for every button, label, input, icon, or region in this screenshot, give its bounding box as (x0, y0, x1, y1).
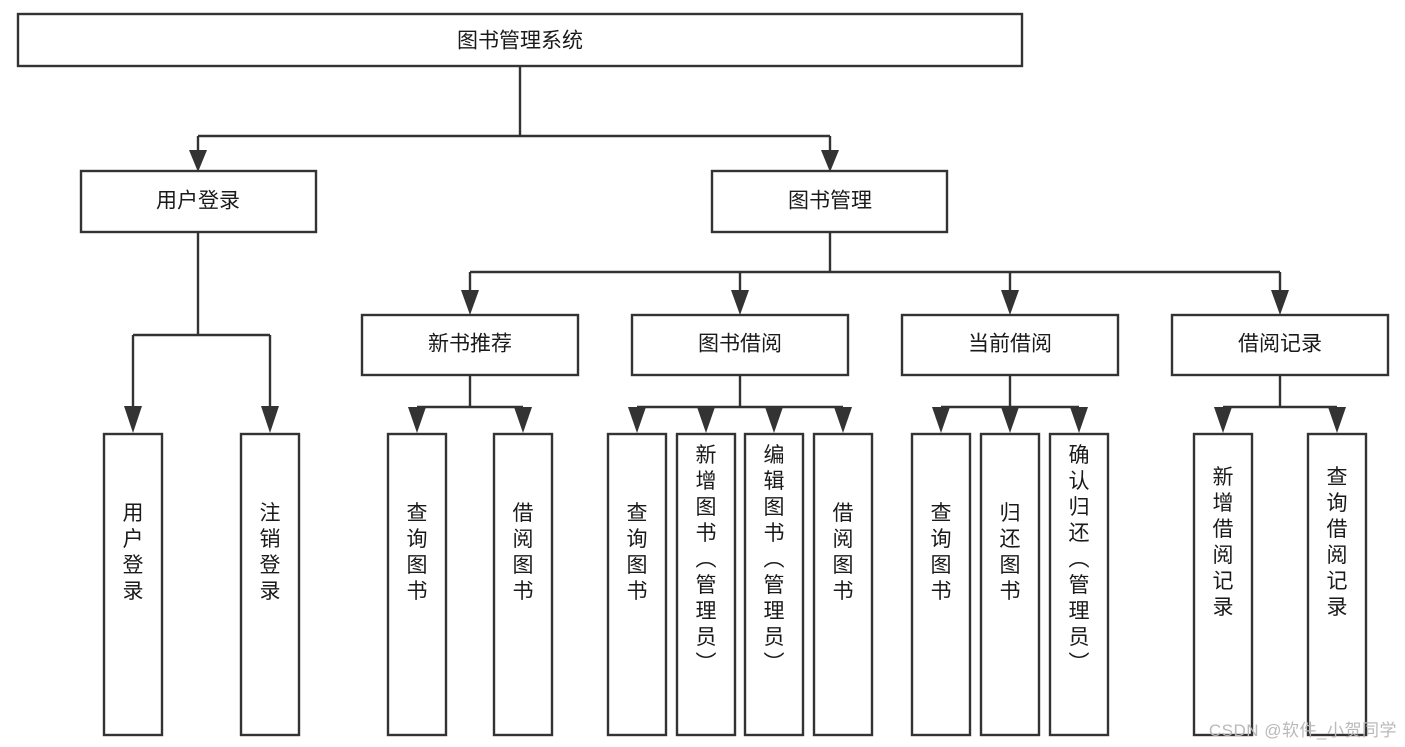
leaf-query-book-2[interactable]: 查询图书 (606, 432, 668, 737)
arrow-head-book-manage (821, 150, 839, 172)
node-book-borrow-box[interactable] (630, 313, 850, 377)
arrow-head-leaf-return-book (1001, 407, 1019, 433)
node-new-book-rec-box[interactable] (360, 313, 580, 377)
arrow-head-leaf-borrow-book-1 (514, 407, 532, 433)
arrow-head-leaf-query-book-1 (408, 407, 426, 433)
leaf-edit-book-box[interactable] (743, 432, 805, 737)
node-new-book-rec-label: 新书推荐 (428, 333, 512, 356)
arrow-head-leaf-query-book-2 (628, 407, 646, 433)
csdn-watermark: CSDN @软件_小贺同学 (1208, 721, 1397, 740)
node-book-borrow-label: 图书借阅 (698, 333, 782, 356)
node-current-borrow-label: 当前借阅 (968, 333, 1052, 356)
arrow-head-leaf-add-book (697, 407, 715, 433)
arrow-head-user-login (189, 150, 207, 172)
arrow-head-leaf-borrow-book-2 (834, 407, 852, 433)
node-user-login-box[interactable] (79, 169, 318, 234)
arrow-head-current-borrow (1001, 290, 1019, 315)
arrow-head-leaf-edit-book (765, 407, 783, 433)
leaf-query-book-2-box[interactable] (606, 432, 668, 737)
leaf-query-book-3-box[interactable] (910, 432, 972, 737)
leaf-query-book-1-label: 查询图书 (407, 502, 428, 603)
node-new-book-rec[interactable]: 新书推荐 (360, 313, 580, 377)
leaf-confirm-return-box[interactable] (1048, 432, 1110, 737)
node-user-login-label: 用户登录 (156, 190, 240, 213)
leaf-logout[interactable]: 注销登录 (239, 432, 301, 737)
arrow-head-leaf-query-record (1328, 407, 1346, 433)
leaf-user-login-label: 用户登录 (123, 502, 144, 603)
arrow-head-new-book-rec (461, 290, 479, 315)
arrow-head-book-borrow (731, 290, 749, 315)
arrow-head-borrow-record (1271, 290, 1289, 315)
leaf-logout-label: 注销登录 (260, 502, 281, 603)
leaf-add-record[interactable]: 新增借阅记录 (1192, 432, 1254, 737)
leaf-add-book-label: 新增图书︵管理员︶ (696, 444, 717, 675)
leaf-borrow-book-2-label: 借阅图书 (833, 502, 854, 603)
connector-layer (124, 66, 1346, 433)
node-user-login[interactable]: 用户登录 (79, 169, 318, 234)
node-borrow-record-label: 借阅记录 (1238, 333, 1322, 356)
node-borrow-record[interactable]: 借阅记录 (1170, 313, 1390, 377)
leaf-borrow-book-2-box[interactable] (812, 432, 874, 737)
leaf-add-book-box[interactable] (675, 432, 737, 737)
arrow-head-leaf-logout (261, 406, 279, 433)
leaf-query-record-label: 查询借阅记录 (1327, 466, 1348, 619)
node-book-manage[interactable]: 图书管理 (710, 169, 949, 234)
leaf-return-book[interactable]: 归还图书 (979, 432, 1041, 737)
node-root-box[interactable] (16, 12, 1024, 68)
node-borrow-record-box[interactable] (1170, 313, 1390, 377)
node-root[interactable]: 图书管理系统 (16, 12, 1024, 68)
leaf-add-record-box[interactable] (1192, 432, 1254, 737)
arrow-head-leaf-query-book-3 (932, 407, 950, 433)
arrow-head-leaf-confirm-return (1070, 407, 1088, 433)
node-book-manage-label: 图书管理 (788, 190, 872, 213)
leaf-query-book-1[interactable]: 查询图书 (386, 432, 448, 737)
leaf-confirm-return[interactable]: 确认归还︵管理员︶ (1048, 432, 1110, 737)
leaf-edit-book[interactable]: 编辑图书︵管理员︶ (743, 432, 805, 737)
leaf-query-book-1-box[interactable] (386, 432, 448, 737)
node-current-borrow-box[interactable] (900, 313, 1120, 377)
leaf-borrow-book-1[interactable]: 借阅图书 (492, 432, 554, 737)
leaf-user-login-box[interactable] (102, 432, 164, 737)
node-root-label: 图书管理系统 (457, 30, 583, 53)
leaf-query-record[interactable]: 查询借阅记录 (1306, 432, 1368, 737)
node-current-borrow[interactable]: 当前借阅 (900, 313, 1120, 377)
leaf-add-record-label: 新增借阅记录 (1213, 466, 1234, 619)
leaf-return-book-box[interactable] (979, 432, 1041, 737)
leaf-query-book-3[interactable]: 查询图书 (910, 432, 972, 737)
leaf-query-book-3-label: 查询图书 (931, 502, 952, 603)
node-book-borrow[interactable]: 图书借阅 (630, 313, 850, 377)
leaf-return-book-label: 归还图书 (1000, 502, 1021, 603)
leaf-confirm-return-label: 确认归还︵管理员︶ (1069, 444, 1090, 675)
arrow-head-leaf-add-record (1214, 407, 1232, 433)
leaf-user-login[interactable]: 用户登录 (102, 432, 164, 737)
leaf-query-book-2-label: 查询图书 (627, 502, 648, 603)
leaf-edit-book-label: 编辑图书︵管理员︶ (764, 444, 785, 675)
node-book-manage-box[interactable] (710, 169, 949, 234)
leaf-query-record-box[interactable] (1306, 432, 1368, 737)
leaf-add-book[interactable]: 新增图书︵管理员︶ (675, 432, 737, 737)
leaf-logout-box[interactable] (239, 432, 301, 737)
leaf-borrow-book-1-box[interactable] (492, 432, 554, 737)
leaf-borrow-book-1-label: 借阅图书 (513, 502, 534, 603)
arrow-head-leaf-user-login (124, 406, 142, 433)
leaf-borrow-book-2[interactable]: 借阅图书 (812, 432, 874, 737)
